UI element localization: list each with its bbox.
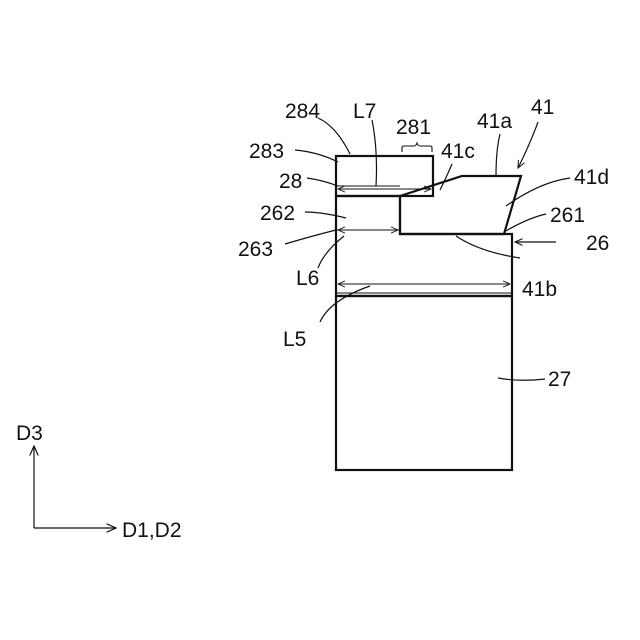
label-27: 27 [548,368,571,391]
leader-284 [318,118,350,154]
leader-262 [305,212,346,218]
label-l6: L6 [296,267,319,290]
label-283: 283 [249,140,284,163]
label-281: 281 [396,116,431,139]
label-261: 261 [550,204,585,227]
leader-41b [456,236,520,258]
label-41: 41 [531,96,554,119]
label-l5: L5 [283,328,306,351]
substrate-27 [336,296,512,470]
label-262: 262 [260,202,295,225]
label-41c: 41c [441,140,475,163]
label-26: 26 [586,232,609,255]
leader-l5 [320,286,370,322]
label-41d: 41d [574,166,609,189]
leader-28 [307,178,338,186]
layer-26 [336,196,512,296]
leader-41a [496,134,500,176]
bracket-281 [402,143,432,152]
label-41a: 41a [477,110,512,133]
leader-27 [498,378,545,380]
element-41 [400,176,521,234]
leader-283 [295,150,338,162]
label-263: 263 [238,238,273,261]
leader-l7 [372,120,377,186]
label-l7: L7 [353,100,376,123]
label-284: 284 [285,100,320,123]
axis-label-d3: D3 [16,422,43,445]
axis-label-d1d2: D1,D2 [122,519,182,542]
label-28: 28 [279,170,302,193]
leader-261 [504,214,546,232]
leader-263 [285,230,336,244]
leader-l6 [318,236,344,268]
leader-41c [440,164,452,190]
label-41b: 41b [522,278,557,301]
pointer-arrow-41 [518,122,538,168]
